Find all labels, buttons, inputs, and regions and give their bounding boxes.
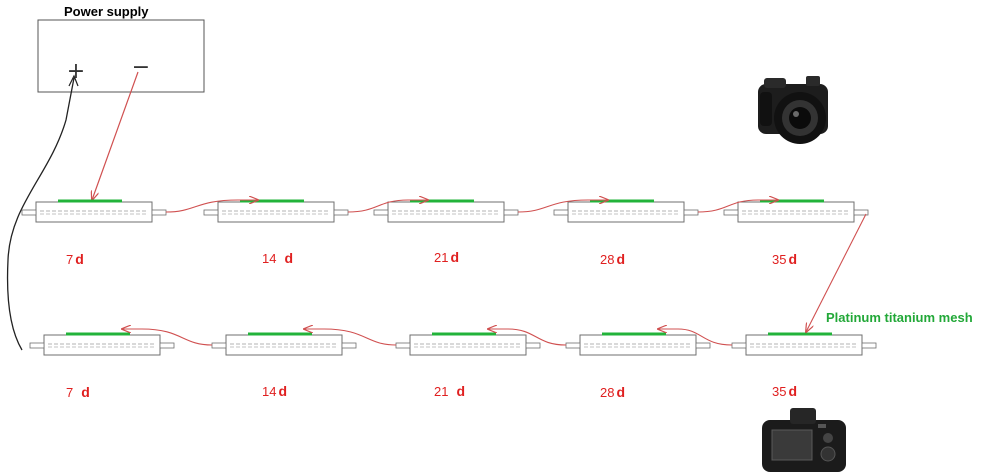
cell-body bbox=[567, 201, 685, 223]
day-number: 28 bbox=[600, 252, 615, 267]
electrolysis-cell-bottom-2 bbox=[211, 332, 357, 356]
cell-tube-right bbox=[503, 209, 519, 216]
electrolysis-cell-top-4 bbox=[553, 199, 699, 223]
cell-body bbox=[225, 334, 343, 356]
cell-tube-left bbox=[731, 342, 747, 349]
cell-body bbox=[43, 334, 161, 356]
cell-tube-left bbox=[29, 342, 45, 349]
flow-arrow-top-3 bbox=[517, 200, 608, 213]
day-number: 35 bbox=[772, 384, 787, 399]
electrolysis-cell-top-5 bbox=[723, 199, 869, 223]
electrolysis-cell-bottom-4 bbox=[565, 332, 711, 356]
cell-body bbox=[745, 334, 863, 356]
cell-tube-left bbox=[553, 209, 569, 216]
cell-tube-right bbox=[341, 342, 357, 349]
day-unit: d bbox=[450, 249, 460, 265]
cell-tube-left bbox=[203, 209, 219, 216]
day-unit: d bbox=[456, 383, 466, 399]
cell-tube-left bbox=[723, 209, 739, 216]
electrolysis-cell-bottom-5 bbox=[731, 332, 877, 356]
cell-body bbox=[217, 201, 335, 223]
day-unit: d bbox=[75, 251, 84, 267]
day-unit: d bbox=[788, 383, 798, 399]
electrolysis-cell-top-1 bbox=[21, 199, 167, 223]
cell-tube-right bbox=[695, 342, 711, 349]
cell-tube-right bbox=[861, 342, 877, 349]
dslr-camera-front-icon bbox=[758, 76, 828, 144]
cell-tube-right bbox=[683, 209, 699, 216]
day-unit: d bbox=[81, 384, 90, 400]
day-number: 28 bbox=[600, 385, 615, 400]
cell-body bbox=[387, 201, 505, 223]
electrolysis-cell-top-3 bbox=[373, 199, 519, 223]
cell-body bbox=[579, 334, 697, 356]
dslr-camera-back-icon bbox=[762, 408, 846, 472]
electrolysis-cell-bottom-1 bbox=[29, 332, 175, 356]
day-number: 21 bbox=[434, 384, 449, 399]
negative-wire bbox=[92, 71, 139, 200]
flow-arrow-bottom-1 bbox=[122, 329, 213, 346]
positive-wire bbox=[6, 77, 75, 351]
day-unit: d bbox=[284, 250, 294, 266]
flow-arrow-down bbox=[806, 213, 867, 332]
flow-arrow-top-2 bbox=[347, 200, 428, 213]
electrolysis-cell-bottom-3 bbox=[395, 332, 541, 356]
cell-tube-right bbox=[151, 209, 167, 216]
cell-body bbox=[409, 334, 527, 356]
day-unit: d bbox=[788, 251, 798, 267]
flow-arrow-bottom-3 bbox=[488, 329, 567, 346]
day-number: 7 bbox=[66, 252, 74, 267]
positive-terminal: + bbox=[67, 59, 85, 84]
cell-tube-left bbox=[211, 342, 227, 349]
day-label-top-2: 14 d bbox=[262, 250, 293, 266]
cell-body bbox=[737, 201, 855, 223]
mesh-label: Platinum titanium mesh bbox=[826, 310, 973, 325]
cell-tube-right bbox=[525, 342, 541, 349]
flow-arrow-bottom-4 bbox=[658, 329, 733, 346]
flow-arrow-top-4 bbox=[697, 200, 778, 213]
cell-tube-right bbox=[853, 209, 869, 216]
power-supply-box bbox=[37, 19, 205, 93]
electrolysis-cell-top-2 bbox=[203, 199, 349, 223]
day-number: 14 bbox=[262, 384, 277, 399]
positive-wire-arrowhead bbox=[68, 74, 79, 87]
flow-arrow-top-1 bbox=[165, 200, 258, 213]
power-supply-title: Power supply bbox=[64, 4, 149, 19]
day-unit: d bbox=[616, 251, 626, 267]
negative-terminal: − bbox=[132, 55, 150, 80]
day-number: 21 bbox=[434, 250, 449, 265]
cell-body bbox=[35, 201, 153, 223]
flow-arrow-bottom-2 bbox=[304, 329, 397, 346]
day-number: 7 bbox=[66, 385, 74, 400]
cell-tube-right bbox=[333, 209, 349, 216]
day-unit: d bbox=[278, 383, 288, 399]
cell-tube-left bbox=[395, 342, 411, 349]
day-label-bottom-3: 21 d bbox=[434, 383, 465, 399]
cell-tube-right bbox=[159, 342, 175, 349]
cell-tube-left bbox=[21, 209, 37, 216]
cell-tube-left bbox=[373, 209, 389, 216]
day-unit: d bbox=[616, 384, 626, 400]
day-number: 35 bbox=[772, 252, 787, 267]
cell-tube-left bbox=[565, 342, 581, 349]
day-number: 14 bbox=[262, 251, 277, 266]
